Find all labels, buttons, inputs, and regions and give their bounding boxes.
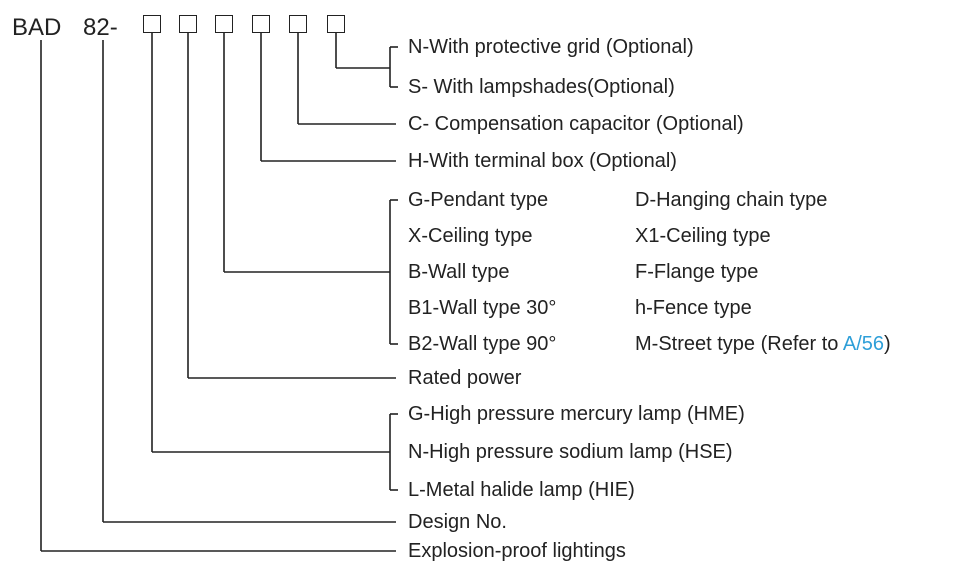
option-capacitor: C- Compensation capacitor (Optional)	[408, 113, 744, 135]
lamp-metal-halide: L-Metal halide lamp (HIE)	[408, 479, 635, 501]
model-prefix: BAD	[12, 14, 62, 41]
lamp-sodium: N-High pressure sodium lamp (HSE)	[408, 441, 733, 463]
mount-fence: h-Fence type	[635, 297, 752, 319]
code-box-1	[143, 15, 161, 33]
mount-street-text: M-Street type (Refer to	[635, 333, 843, 355]
code-box-4	[252, 15, 270, 33]
rated-power-label: Rated power	[408, 367, 522, 389]
code-box-6	[327, 15, 345, 33]
reference-link[interactable]: A/56	[842, 333, 885, 355]
mount-wall-30: B1-Wall type 30°	[408, 297, 557, 319]
model-series: 82-	[83, 14, 118, 41]
code-box-5	[289, 15, 307, 33]
mount-hanging-chain: D-Hanging chain type	[635, 189, 828, 211]
lamp-mercury: G-High pressure mercury lamp (HME)	[408, 403, 745, 425]
mount-ceiling: X-Ceiling type	[408, 225, 533, 247]
explosion-proof-label: Explosion-proof lightings	[408, 540, 626, 562]
code-box-2	[179, 15, 197, 33]
mount-flange: F-Flange type	[635, 261, 759, 283]
mount-street: M-Street type (Refer to A/56)	[635, 333, 891, 355]
code-box-3	[215, 15, 233, 33]
mount-ceiling-x1: X1-Ceiling type	[635, 225, 771, 247]
mount-street-close: )	[884, 333, 891, 355]
option-lampshades: S- With lampshades(Optional)	[408, 76, 675, 98]
option-protective-grid: N-With protective grid (Optional)	[408, 36, 694, 58]
mount-wall: B-Wall type	[408, 261, 510, 283]
mount-pendant: G-Pendant type	[408, 189, 549, 211]
option-terminal-box: H-With terminal box (Optional)	[408, 150, 677, 172]
mount-wall-90: B2-Wall type 90°	[408, 333, 557, 355]
design-no-label: Design No.	[408, 511, 507, 533]
